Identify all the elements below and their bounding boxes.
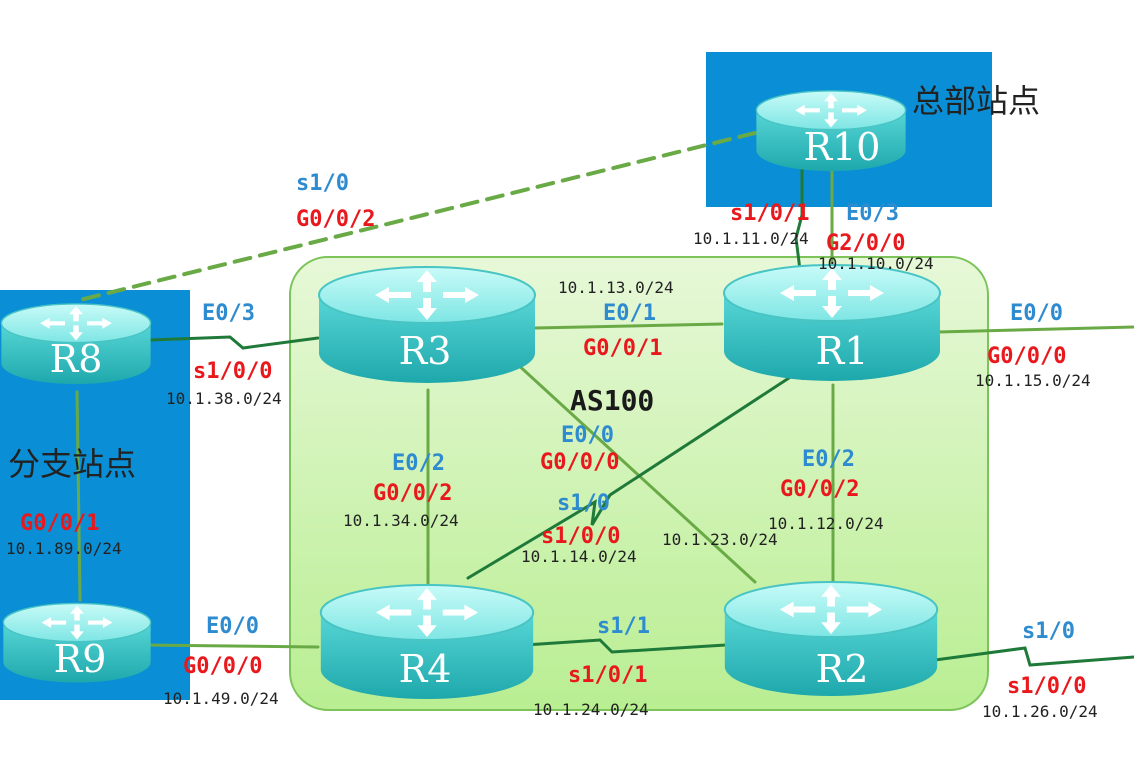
router-r10-label: R10 (804, 125, 881, 169)
if-r1-s1-0: s1/0 (557, 491, 610, 516)
link-r4-r2-serial (508, 638, 760, 654)
link-r3-r2 (513, 360, 757, 584)
if-r10-g0-0-2: G0/0/2 (296, 207, 375, 232)
net-10-1-12: 10.1.12.0/24 (768, 514, 884, 533)
link-r10-r8-dashed (78, 131, 757, 302)
router-r4[interactable]: R4 (319, 583, 535, 701)
net-10-1-11: 10.1.11.0/24 (693, 229, 809, 248)
as100-label: AS100 (570, 384, 654, 417)
link-r1-r4-serial (466, 374, 794, 580)
router-r1-label: R1 (816, 329, 869, 373)
router-r4-label: R4 (399, 647, 452, 691)
if-r3-e0-1: E0/1 (603, 301, 656, 326)
router-r1[interactable]: R1 (723, 264, 941, 382)
if-r9-g0-0-1: G0/0/1 (20, 511, 99, 536)
if-r4-s1-1: s1/1 (597, 614, 650, 639)
if-r3-s1-0-0: s1/0/0 (193, 359, 272, 384)
branch-site-label: 分支站点 (8, 445, 136, 483)
net-10-1-34: 10.1.34.0/24 (343, 511, 459, 530)
if-r2-g0-0-0: G0/0/0 (540, 450, 619, 475)
router-r2-label: R2 (816, 647, 869, 691)
if-r1-e0-0: E0/0 (1010, 301, 1063, 326)
link-r2-ext-serial (933, 646, 1134, 667)
net-10-1-89: 10.1.89.0/24 (6, 539, 122, 558)
if-r4-g0-0-2: G0/0/2 (373, 481, 452, 506)
link-r3-r1 (533, 322, 724, 330)
link-r10-r1-serial (794, 168, 804, 272)
net-10-1-15: 10.1.15.0/24 (975, 371, 1091, 390)
links (75, 131, 1134, 667)
if-r2-s1-0: s1/0 (1022, 619, 1075, 644)
if-r10-s1-0-1: s1/0/1 (730, 201, 809, 226)
if-ext-s1-0-0: s1/0/0 (1007, 674, 1086, 699)
router-r3[interactable]: R3 (318, 266, 536, 384)
if-r1-g0-0-1: G0/0/1 (583, 336, 662, 361)
link-r8-r9 (75, 390, 82, 602)
router-r9-label: R9 (54, 637, 107, 681)
net-10-1-38: 10.1.38.0/24 (166, 389, 282, 408)
if-r3-e0-0: E0/0 (561, 423, 614, 448)
if-r1-e0-2: E0/2 (802, 447, 855, 472)
net-10-1-49: 10.1.49.0/24 (163, 689, 279, 708)
if-r4-s1-0-0: s1/0/0 (541, 524, 620, 549)
if-r4-g0-0-0: G0/0/0 (183, 654, 262, 679)
link-r8-r3-serial (148, 335, 320, 350)
net-10-1-14: 10.1.14.0/24 (521, 547, 637, 566)
router-r8[interactable]: R8 (0, 303, 152, 385)
if-r2-s1-0-1: s1/0/1 (568, 663, 647, 688)
link-r1-ext (936, 325, 1134, 334)
if-ext-g0-0-0: G0/0/0 (987, 344, 1066, 369)
router-r8-label: R8 (50, 337, 103, 381)
net-10-1-23: 10.1.23.0/24 (662, 530, 778, 549)
if-r8-e0-3: E0/3 (202, 301, 255, 326)
if-r1-e0-3: E0/3 (846, 201, 899, 226)
router-r10[interactable]: R10 (755, 90, 907, 172)
link-r9-r4 (138, 643, 320, 649)
if-r2-g0-0-2: G0/0/2 (780, 477, 859, 502)
if-r10-g2-0-0: G2/0/0 (826, 231, 905, 256)
router-r9[interactable]: R9 (2, 602, 152, 684)
net-10-1-26: 10.1.26.0/24 (982, 702, 1098, 721)
headquarters-site-label: 总部站点 (912, 82, 1040, 120)
if-r8-s1-0: s1/0 (296, 171, 349, 196)
net-10-1-13: 10.1.13.0/24 (558, 278, 674, 297)
if-r3-e0-2: E0/2 (392, 451, 445, 476)
net-10-1-10: 10.1.10.0/24 (818, 254, 934, 273)
router-r2[interactable]: R2 (723, 580, 939, 698)
router-r3-label: R3 (399, 329, 452, 373)
if-r9-e0-0: E0/0 (206, 614, 259, 639)
net-10-1-24: 10.1.24.0/24 (533, 700, 649, 719)
